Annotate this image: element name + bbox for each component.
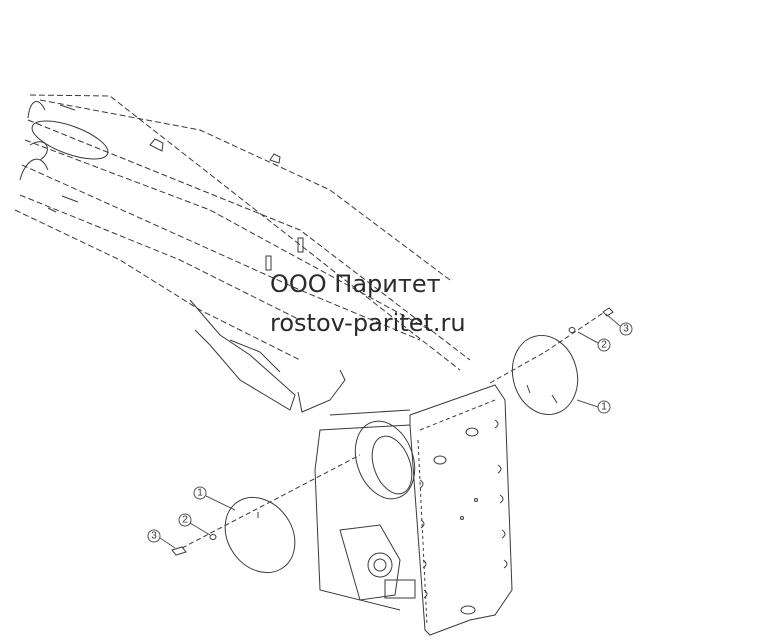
callout-circle-right-washer [597, 338, 611, 352]
callout-number-left-washer: 2 [182, 515, 188, 526]
callout-leaders [159, 313, 621, 549]
callout-number-right-cover: 1 [601, 402, 607, 413]
boom-frame [14, 94, 471, 371]
right-cover-plate [511, 334, 579, 416]
callout-circle-right-cover [597, 400, 611, 414]
boom-details [19, 101, 346, 413]
watermark-website: rostov-paritet.ru [270, 309, 466, 337]
callout-circles [147, 322, 633, 543]
side-plate [314, 384, 513, 636]
callout-circle-left-bolt [147, 529, 161, 543]
callout-number-right-bolt: 3 [623, 324, 629, 335]
callout-circle-left-washer [178, 513, 192, 527]
callout-number-left-bolt: 3 [151, 531, 157, 542]
watermark-company-name: ООО Паритет [270, 270, 441, 298]
callout-number-right-washer: 2 [601, 340, 607, 351]
right-cover-assembly [489, 307, 614, 416]
callout-number-left-cover: 1 [197, 488, 203, 499]
callout-circle-right-bolt [619, 322, 633, 336]
left-cover-assembly [171, 454, 361, 574]
left-cover-plate [224, 496, 296, 574]
callout-circle-left-cover [193, 486, 207, 500]
